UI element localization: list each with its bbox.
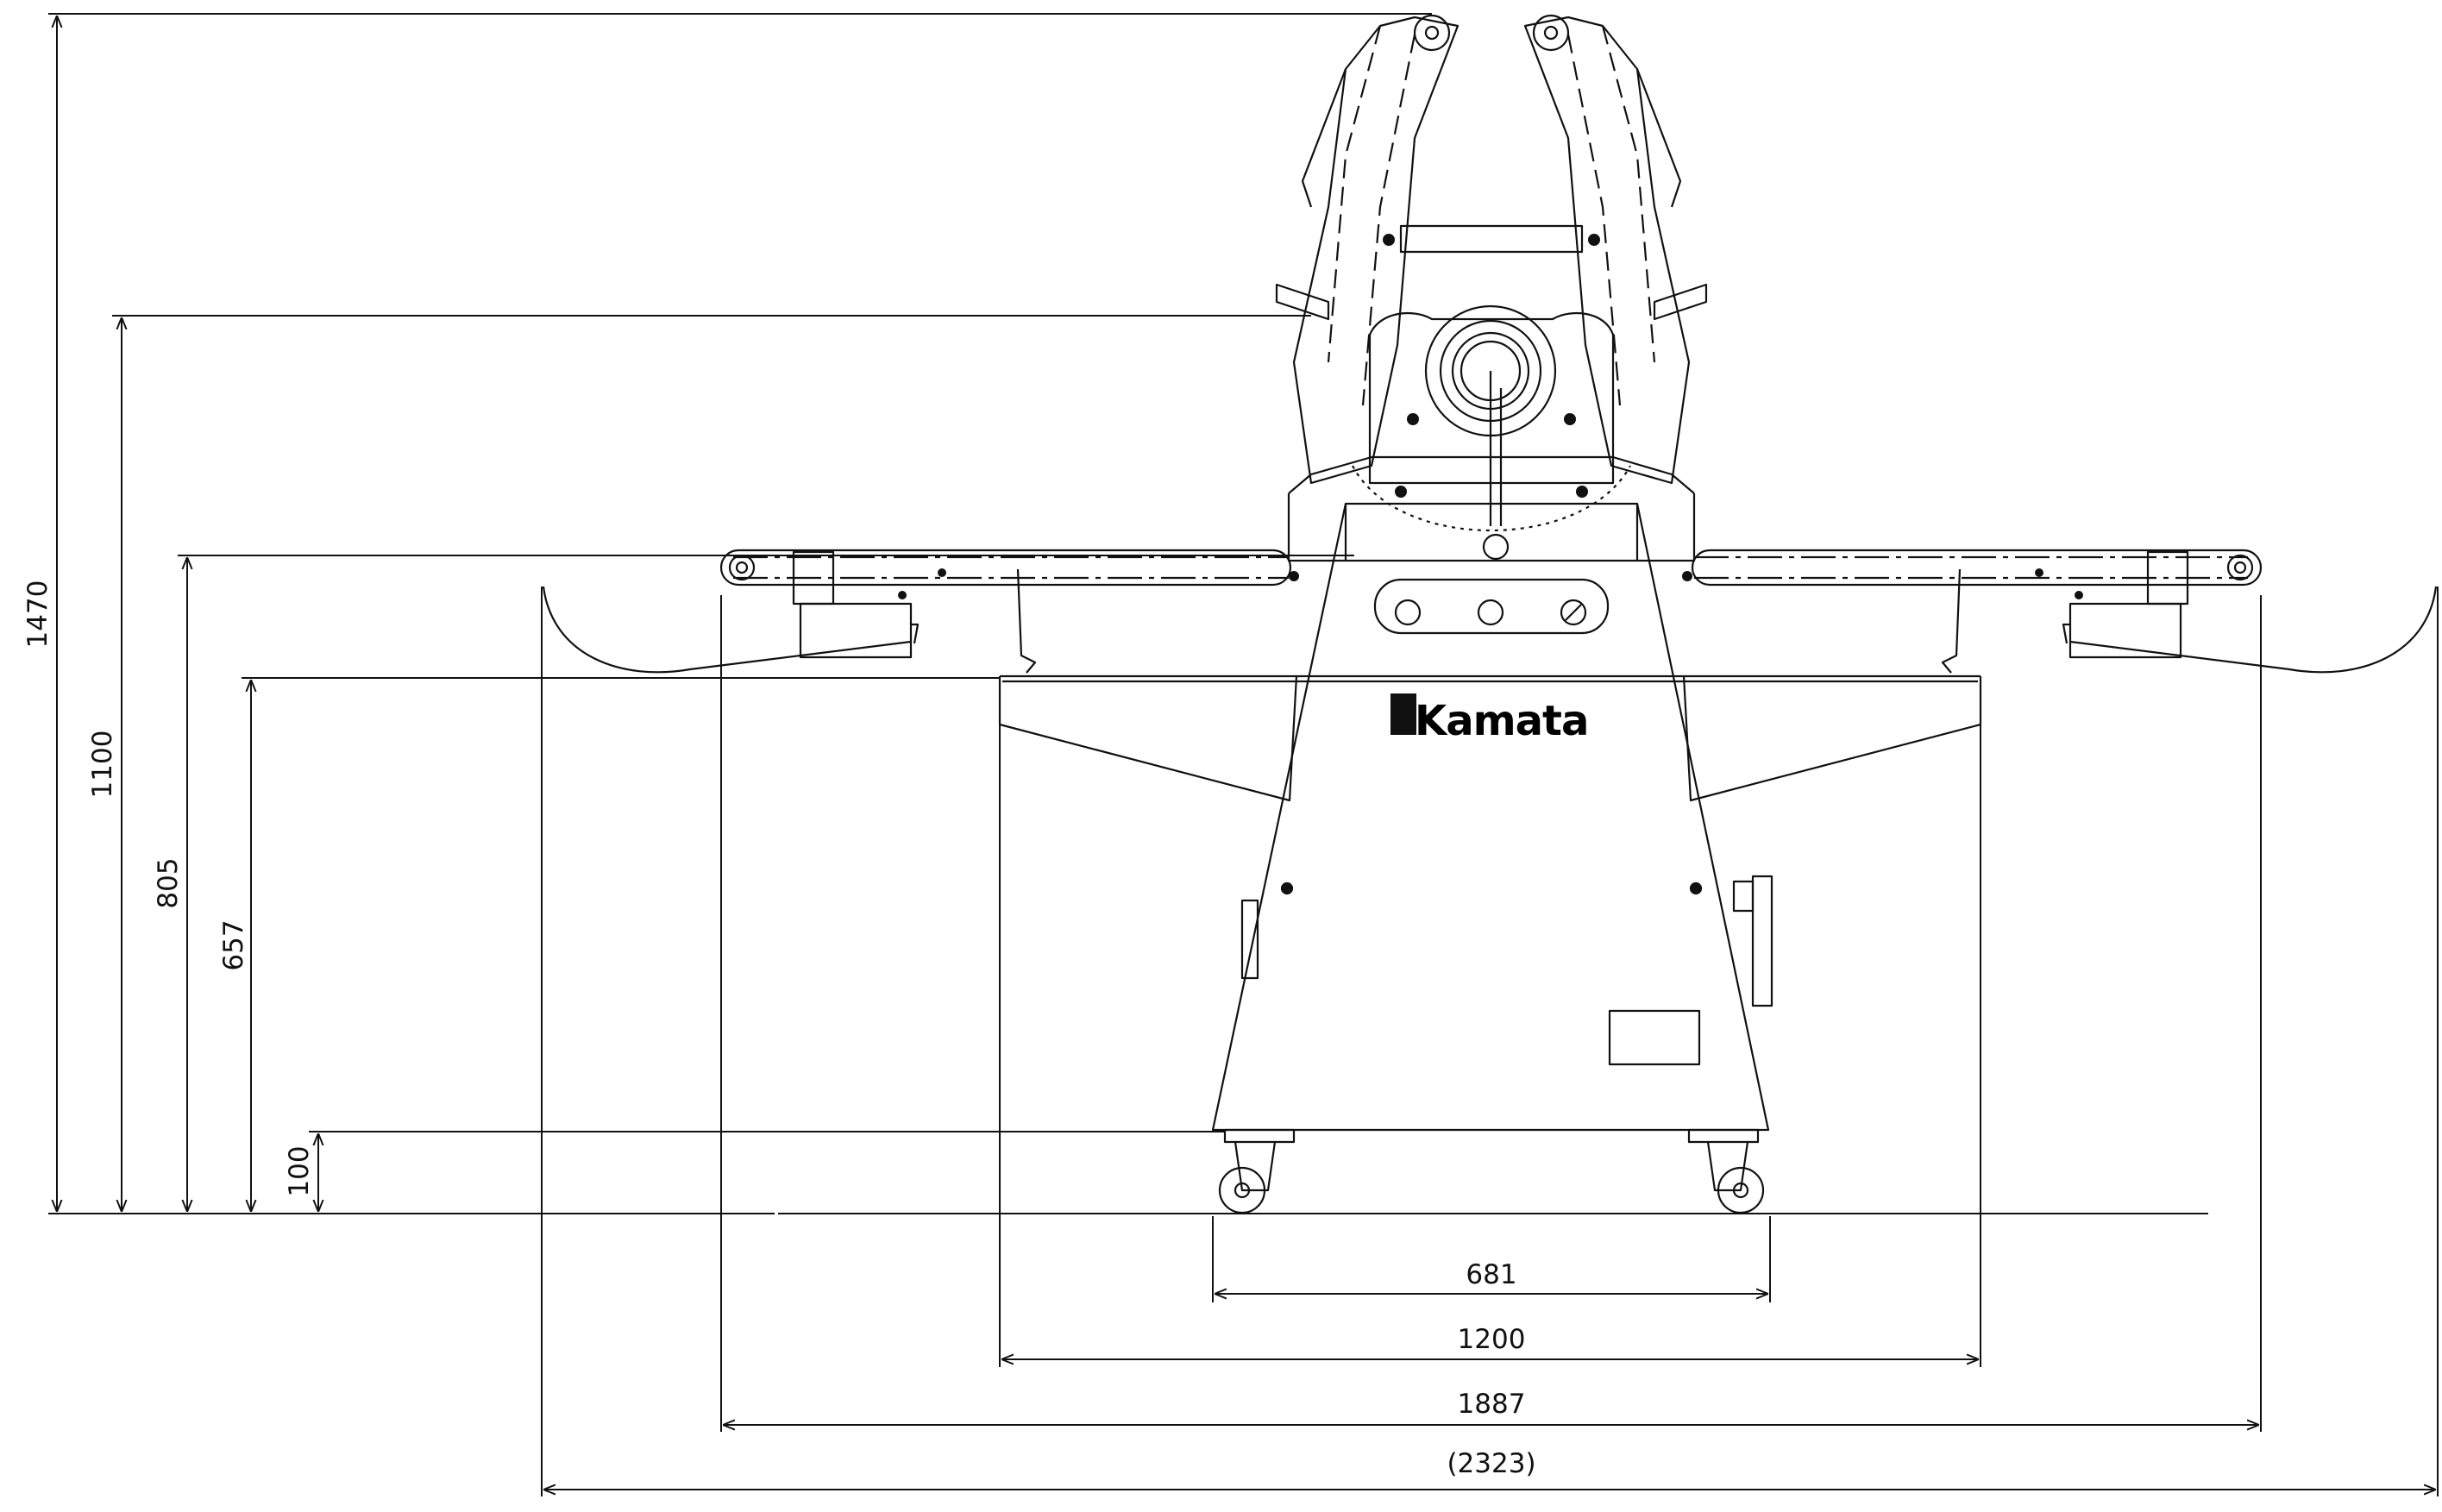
cloth-right [2069, 586, 2438, 674]
arm-left [1292, 16, 1460, 485]
dimension-conveyor-length: 1887 [1458, 1389, 1526, 1420]
caster-right [1687, 1128, 1765, 1214]
arm-right [1523, 16, 1691, 485]
caster-left [1218, 1128, 1296, 1214]
control-knob-middle [1477, 599, 1504, 626]
machine-outline [542, 14, 2438, 1214]
cloth-left [542, 586, 912, 674]
brand-logo: Kamata [1390, 693, 1589, 745]
dimension-overall-height: 1470 [22, 580, 53, 649]
dimension-base-height: 657 [218, 919, 249, 970]
brand-logo-text: Kamata [1415, 697, 1588, 745]
machine-base-body [1211, 502, 1770, 1132]
control-panel [1373, 578, 1610, 635]
horizontal-dimension-lines [541, 587, 2439, 1496]
control-knob-right [1560, 599, 1587, 626]
conveyor-left [719, 549, 1292, 587]
control-knob-left [1394, 599, 1422, 626]
dimension-caster-height: 100 [284, 1145, 315, 1196]
dimension-table-width: 1200 [1458, 1324, 1526, 1355]
table-right [1682, 675, 1982, 802]
name-plate [1608, 1009, 1701, 1066]
fasteners [898, 234, 2083, 599]
dimension-base-width: 681 [1466, 1259, 1516, 1290]
vertical-dimension-lines [48, 13, 2208, 1214]
table-left [998, 675, 1298, 802]
conveyor-right [1691, 549, 2263, 587]
dimension-conveyor-height: 805 [153, 857, 184, 908]
dimension-overall-width: (2323) [1447, 1448, 1535, 1479]
dimension-table-height: 1100 [87, 731, 118, 799]
side-switch-box [1751, 875, 1773, 1007]
